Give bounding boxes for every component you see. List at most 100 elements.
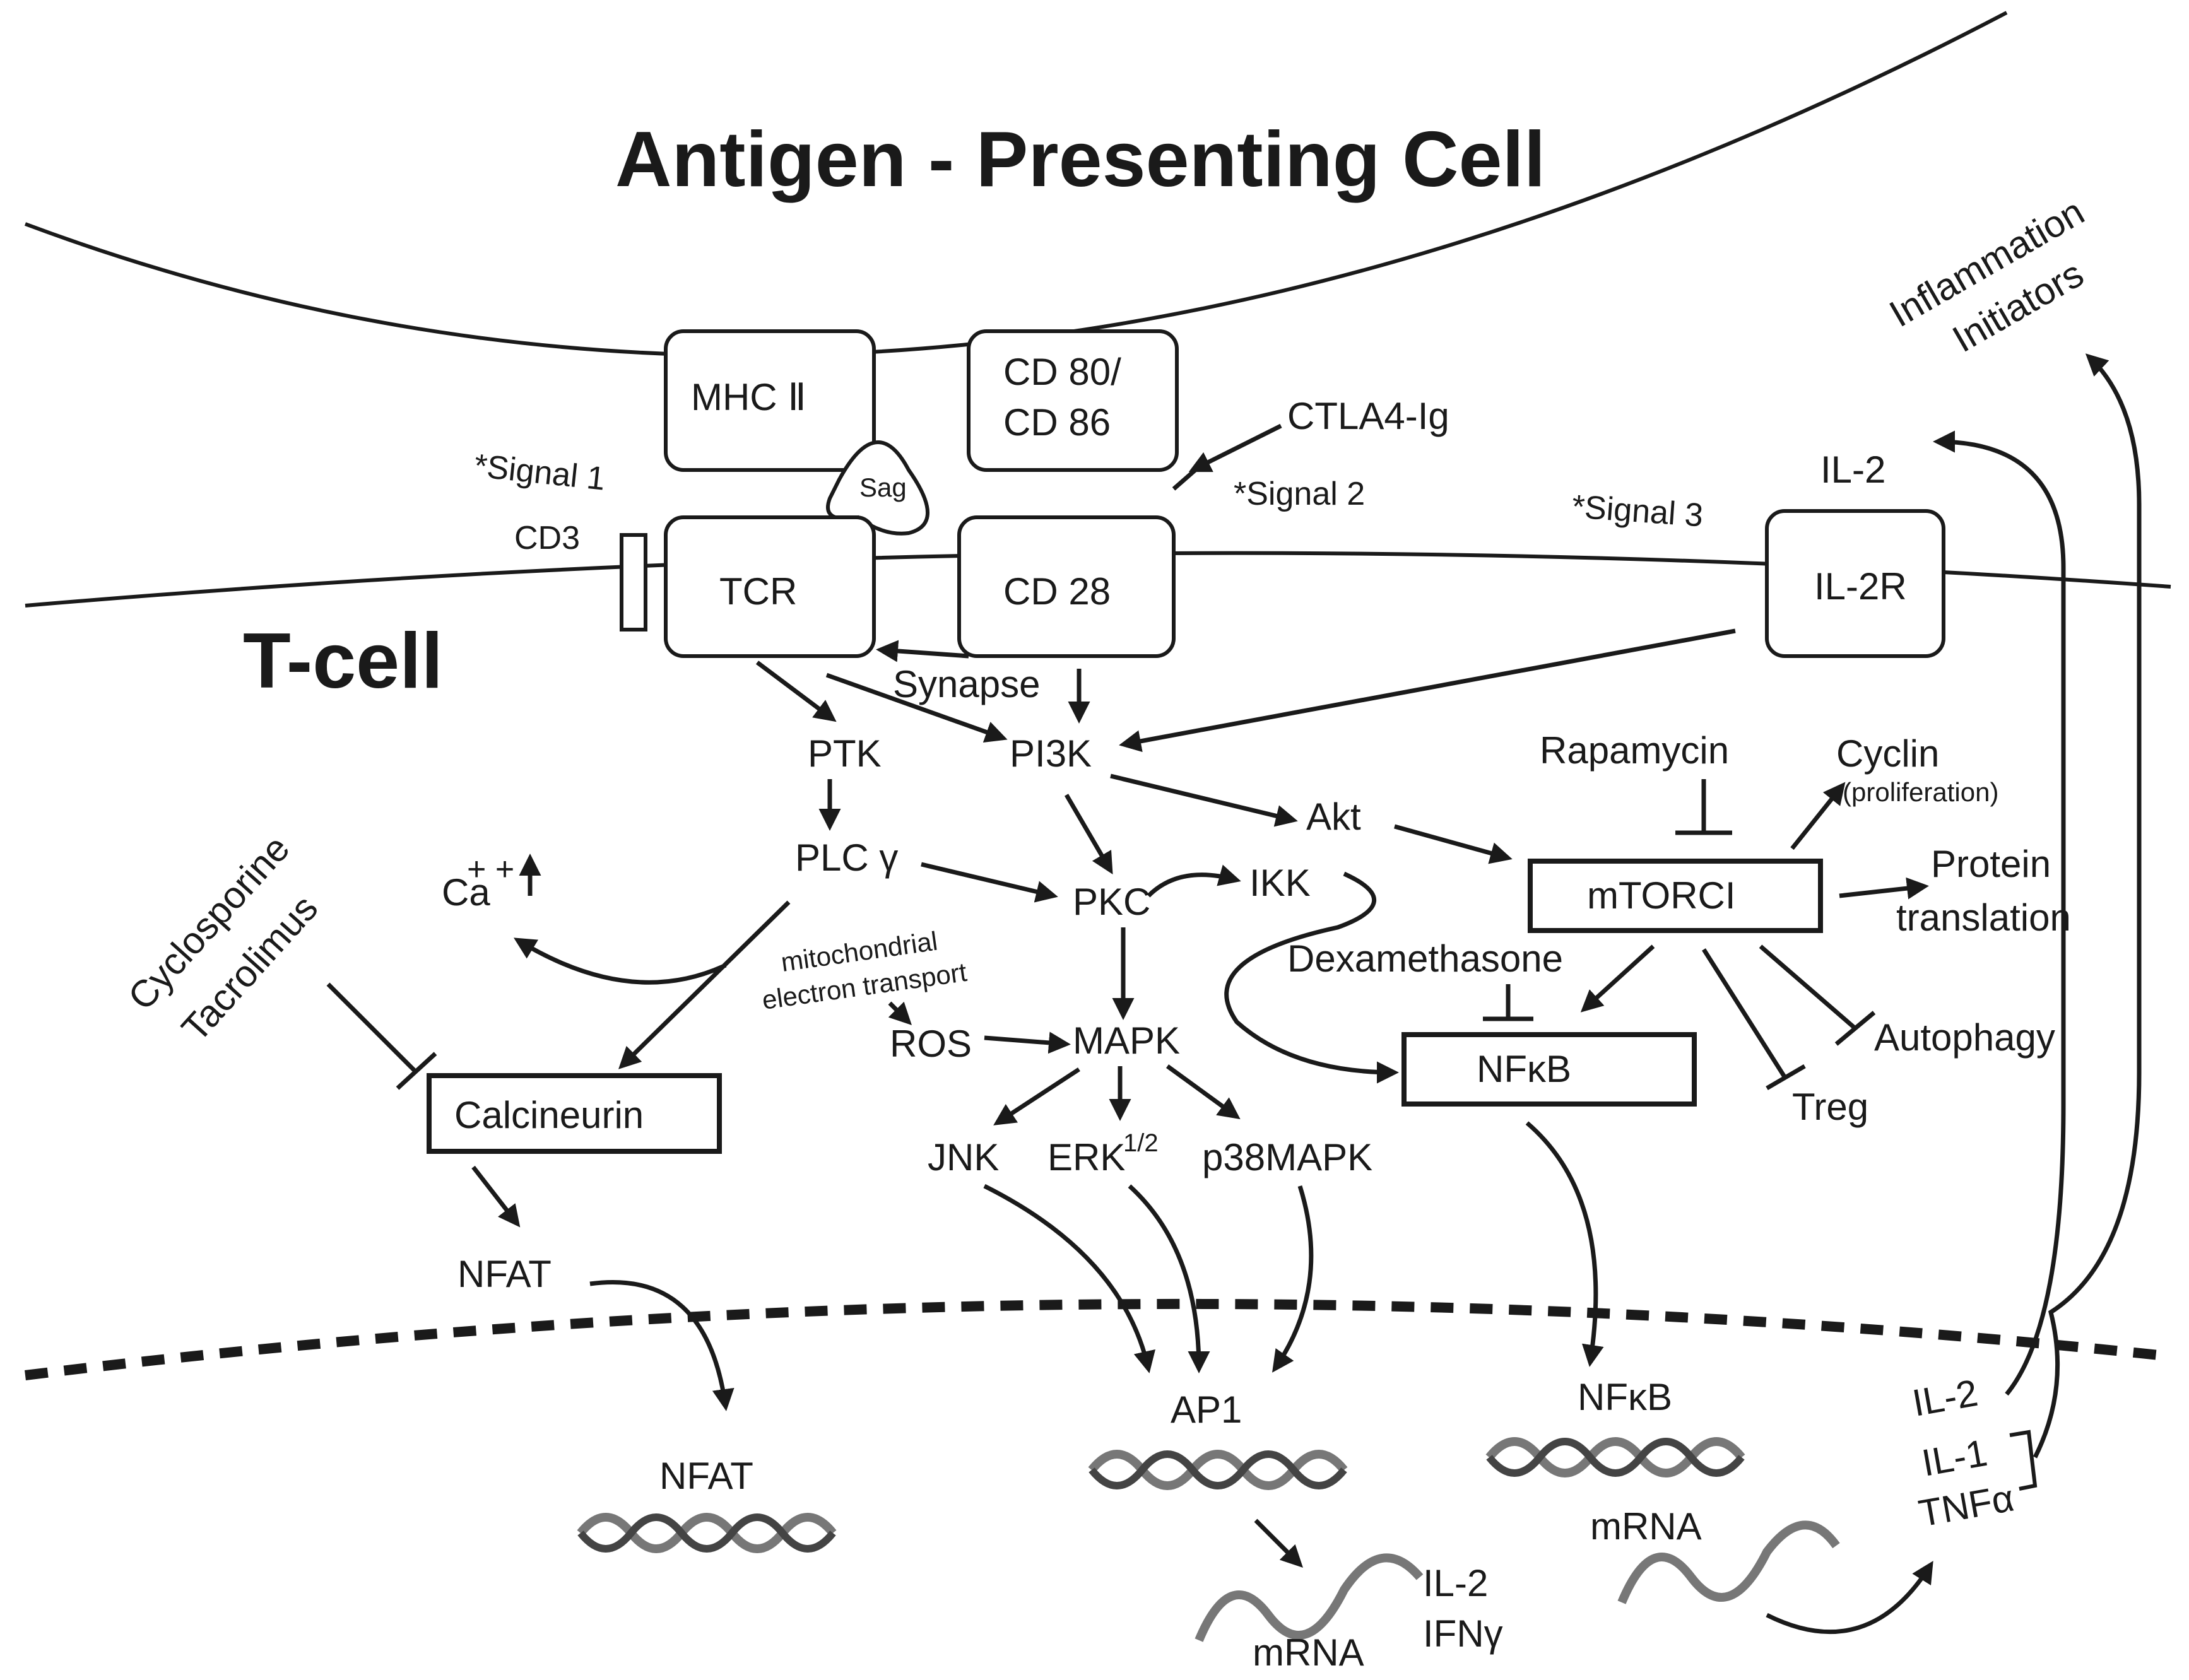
rapamycin-label: Rapamycin (1540, 729, 1729, 772)
arrow-il2-out (1933, 430, 2066, 1396)
ptk-label: PTK (808, 732, 882, 775)
cytokine-il2-label: IL-2 (1909, 1372, 1981, 1424)
mtorc-label: mTORCI (1587, 874, 1736, 917)
ap1-dna-helix (1088, 1450, 1348, 1490)
il2r-label: IL-2R (1814, 565, 1907, 608)
cd80-label: CD 80/ (1003, 351, 1121, 393)
arrow-jnk-to-ap1 (983, 1184, 1155, 1373)
mtorc-inhibits-treg (1702, 948, 1806, 1091)
arrow-plc-to-calcineurin (618, 900, 791, 1069)
cytokine-bracket (2009, 1430, 2038, 1491)
cd3-bar (620, 533, 647, 631)
nfat-dna-helix (577, 1513, 837, 1553)
il2-product-label: IL-2 (1423, 1562, 1488, 1604)
arrow-mtorc-to-nfkb (1580, 944, 1655, 1013)
il2r-box (1765, 509, 1945, 658)
signal-1-label: *Signal 1 (473, 447, 607, 497)
calcium-charge: + + (467, 851, 514, 888)
arrow-calcineurin-to-nfat (471, 1165, 521, 1228)
rapamycin-inhibition (1675, 779, 1732, 835)
arrow-plc-to-pkc (921, 862, 1058, 903)
tcr-label: TCR (719, 570, 797, 613)
nuclear-nfkb-label: NFκB (1578, 1376, 1672, 1418)
signal-2-label: *Signal 2 (1234, 476, 1365, 512)
arrow-plc-to-calcium (514, 937, 727, 985)
nfkb-mrna-strand (1617, 1520, 1840, 1604)
jnk-label: JNK (928, 1136, 999, 1178)
arrow-nfat-to-nucleus (589, 1279, 735, 1411)
proliferation-label: (proliferation) (1843, 777, 1998, 807)
arrow-p38-to-ap1 (1272, 1185, 1314, 1373)
arrow-il2r-to-pi3k (1119, 628, 1736, 753)
plc-gamma-label: PLC γ (795, 837, 898, 879)
arrow-mtorc-to-protein (1839, 877, 1929, 900)
dexamethasone-inhibition (1483, 984, 1533, 1021)
ikk-label: IKK (1249, 862, 1311, 904)
arrow-mrna-to-cytokines (1766, 1561, 1933, 1635)
nuclear-ap1-label: AP1 (1171, 1389, 1242, 1431)
treg-label: Treg (1792, 1086, 1868, 1128)
protein-label-1: Protein (1931, 843, 2051, 885)
arrow-il1-tnf-out (2033, 353, 2142, 1459)
cyclosporine-inhibition (326, 982, 437, 1090)
arrow-erk-to-ap1 (1128, 1184, 1210, 1373)
mtorc-box (1528, 859, 1823, 933)
pi3k-label: PI3K (1010, 732, 1092, 775)
p38-label: p38MAPK (1202, 1136, 1372, 1178)
ap1-mrna-strand (1195, 1553, 1424, 1642)
page-title: Antigen - Presenting Cell (615, 116, 1545, 203)
arrow-ap1-to-mrna (1254, 1518, 1303, 1568)
erk-superscript: 1/2 (1123, 1129, 1159, 1157)
arrow-pi3k-to-pkc (1064, 794, 1113, 875)
il2-output-label: IL-2 (1820, 449, 1885, 491)
nfkb-box (1401, 1032, 1697, 1107)
t-cell-label: T-cell (243, 618, 443, 705)
arrow-tcr-to-pi3k (825, 673, 1008, 743)
erk-label: ERK (1047, 1136, 1125, 1178)
synapse-label: Synapse (893, 663, 1041, 705)
arrow-mito-to-ros (888, 1001, 912, 1025)
mhc-ii-label: MHC Ⅱ (691, 376, 806, 418)
calcineurin-label: Calcineurin (454, 1094, 644, 1136)
sag-label: Sag (859, 473, 907, 502)
arrow-cd28-to-tcr (876, 640, 969, 662)
il2-ligand-label: IL-2 (1820, 449, 1885, 491)
arrow-ros-to-mapk (984, 1031, 1071, 1054)
akt-label: Akt (1306, 796, 1361, 838)
cd28-box (957, 515, 1176, 658)
mhc-ii-box (664, 329, 876, 472)
arrow-ikk-to-nfkb (1224, 871, 1399, 1084)
autophagy-label: Autophagy (1874, 1016, 2055, 1059)
cd80-cd86-box (967, 329, 1179, 472)
arrow-nfkb-to-nucleus (1525, 1121, 1604, 1367)
cd86-label: CD 86 (1003, 401, 1111, 443)
calcineurin-box (427, 1073, 722, 1154)
mapk-label: MAPK (1073, 1019, 1180, 1062)
ifn-product-label: IFNγ (1423, 1612, 1503, 1655)
ros-label: ROS (890, 1023, 972, 1065)
arrow-mtorc-to-cyclin (1790, 782, 1846, 850)
ctla4-block-bar (1172, 465, 1201, 491)
signal-3-label: *Signal 3 (1571, 488, 1704, 534)
ap1-mrna-label: mRNA (1253, 1631, 1364, 1674)
cytokine-tnf-label: TNFα (1916, 1477, 2017, 1535)
arrow-akt-to-mtorc (1394, 824, 1513, 864)
nuclear-membrane (25, 1298, 2171, 1380)
mtorc-inhibits-autophagy (1759, 944, 1876, 1046)
arrow-mapk-to-p38 (1165, 1064, 1241, 1120)
arrow-pi3k-to-akt (1110, 773, 1298, 827)
ctla4-ig-label: CTLA4-Ig (1287, 395, 1449, 437)
tcr-box (664, 515, 876, 658)
nfkb-dna-helix (1485, 1437, 1745, 1477)
nuclear-nfat-label: NFAT (659, 1455, 753, 1497)
dexamethasone-label: Dexamethasone (1287, 937, 1563, 980)
cyclin-label: Cyclin (1836, 732, 1939, 775)
arrow-tcr-to-ptk (755, 661, 837, 722)
ctla4-block-arrow (1188, 423, 1282, 473)
cd3-label: CD3 (514, 520, 580, 556)
protein-label-2: translation (1896, 896, 2071, 939)
cd28-label: CD 28 (1003, 570, 1111, 613)
arrow-mapk-to-jnk (993, 1067, 1080, 1125)
nfat-label: NFAT (457, 1253, 552, 1295)
